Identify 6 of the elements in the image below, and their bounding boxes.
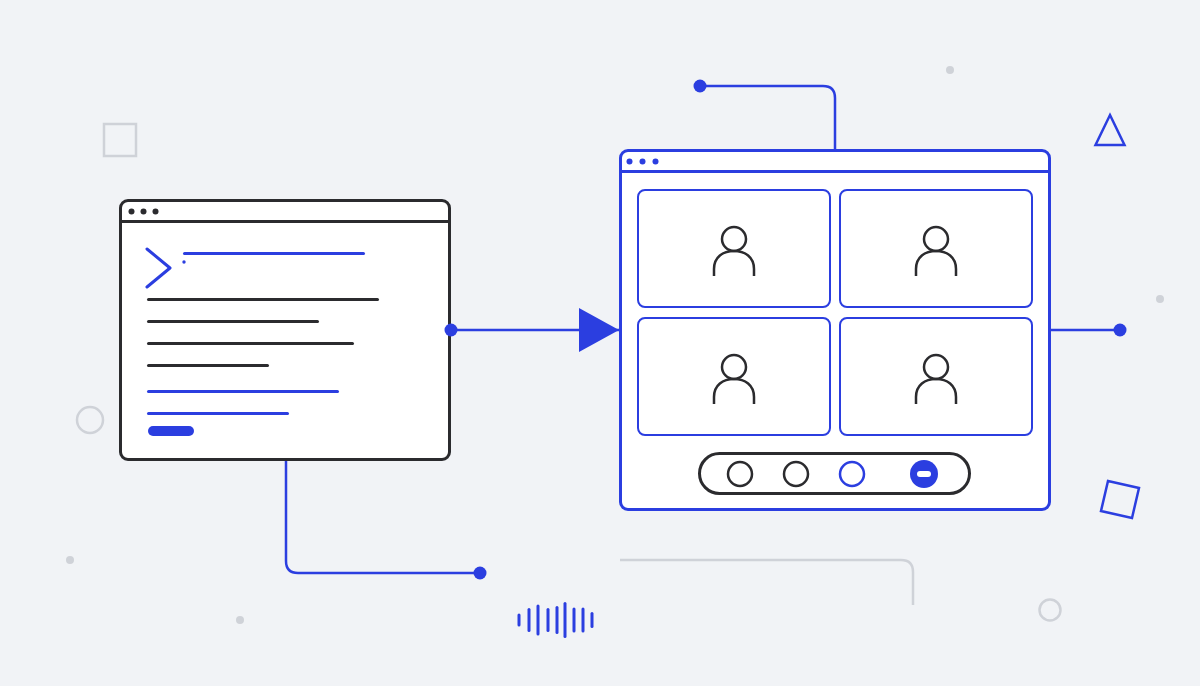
connector-line	[1051, 323, 1127, 337]
terminal-window	[119, 199, 451, 461]
connector-line	[284, 461, 487, 580]
connector-line	[693, 79, 837, 149]
arrow	[444, 308, 619, 352]
video-call-window	[619, 149, 1051, 511]
